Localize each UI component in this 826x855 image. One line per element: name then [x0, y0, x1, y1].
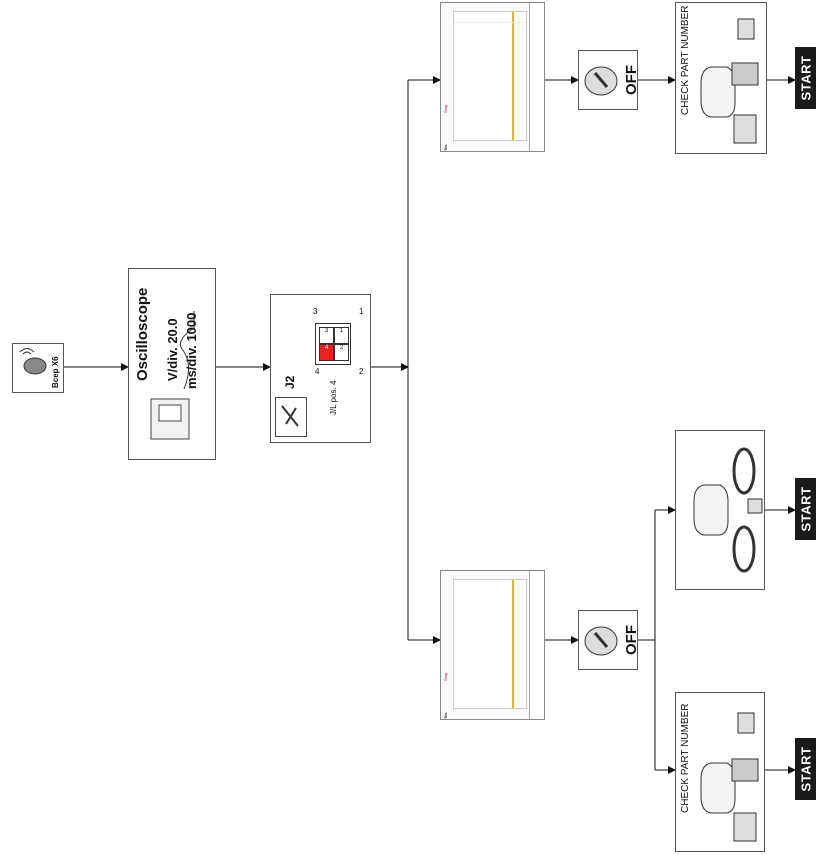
scope-screen-bottom: Tek Stop [440, 570, 545, 720]
connector-caption: J/L pos. 4 [329, 380, 338, 415]
car-ecu-illustration [700, 712, 759, 842]
connector-name: J2 [283, 375, 297, 389]
pin-label-4: 4 [315, 367, 320, 376]
scope-stop: Stop [443, 672, 448, 681]
pin-4-highlighted: 4 [319, 344, 334, 361]
sensor-box: Всер X6 [12, 343, 64, 393]
check-part-number-top: CHECK PART NUMBER [675, 2, 767, 154]
off-label: OFF [623, 65, 640, 95]
oscilloscope-icon [150, 311, 195, 440]
scope-trace [512, 580, 514, 708]
pin-label-3: 3 [313, 307, 318, 316]
start-button-bottom: START [795, 738, 816, 800]
pin-label-1: 1 [359, 307, 364, 316]
pin-1: 1 [334, 327, 349, 344]
ignition-off-bottom: OFF [578, 610, 640, 670]
scope-stop: Stop [443, 104, 448, 113]
off-label: OFF [623, 625, 640, 655]
ignition-key-icon [584, 66, 618, 96]
connector-box: J2 J/L pos. 4 3 1 4 2 3 4 2 1 [270, 294, 371, 443]
pin-label-2: 2 [359, 367, 364, 376]
connector-block: 3 1 4 2 [315, 323, 351, 365]
pin-3: 3 [319, 327, 334, 344]
probe-icon [275, 397, 307, 437]
sensor-icon [19, 348, 47, 375]
ignition-off-top: OFF [578, 50, 640, 110]
oscilloscope-title: Oscilloscope [134, 287, 151, 381]
vdiv-label: V/div. 20.0 [165, 318, 180, 381]
sensor-label: Всер X6 [51, 356, 60, 388]
scope-grid [453, 11, 527, 141]
scope-brand: Tek [443, 712, 448, 719]
car-coil-illustration [693, 447, 763, 573]
scope-brand: Tek [443, 144, 448, 151]
car-ecu-illustration [700, 18, 759, 144]
scope-menu [529, 3, 544, 151]
start-button-top: START [795, 47, 816, 109]
pin-2: 2 [334, 344, 349, 361]
scope-trace [512, 12, 514, 140]
oscilloscope-box: Oscilloscope V/div. 20.0 ms/div. 1000 [128, 268, 216, 460]
ignition-key-icon [584, 626, 618, 656]
start-button-middle: START [795, 478, 816, 540]
scope-screen-top: Tek Stop [440, 2, 545, 152]
msdiv-label: ms/div. 1000 [184, 312, 199, 389]
coil-check-box [675, 430, 765, 590]
check-part-number-bottom: CHECK PART NUMBER [675, 692, 765, 852]
